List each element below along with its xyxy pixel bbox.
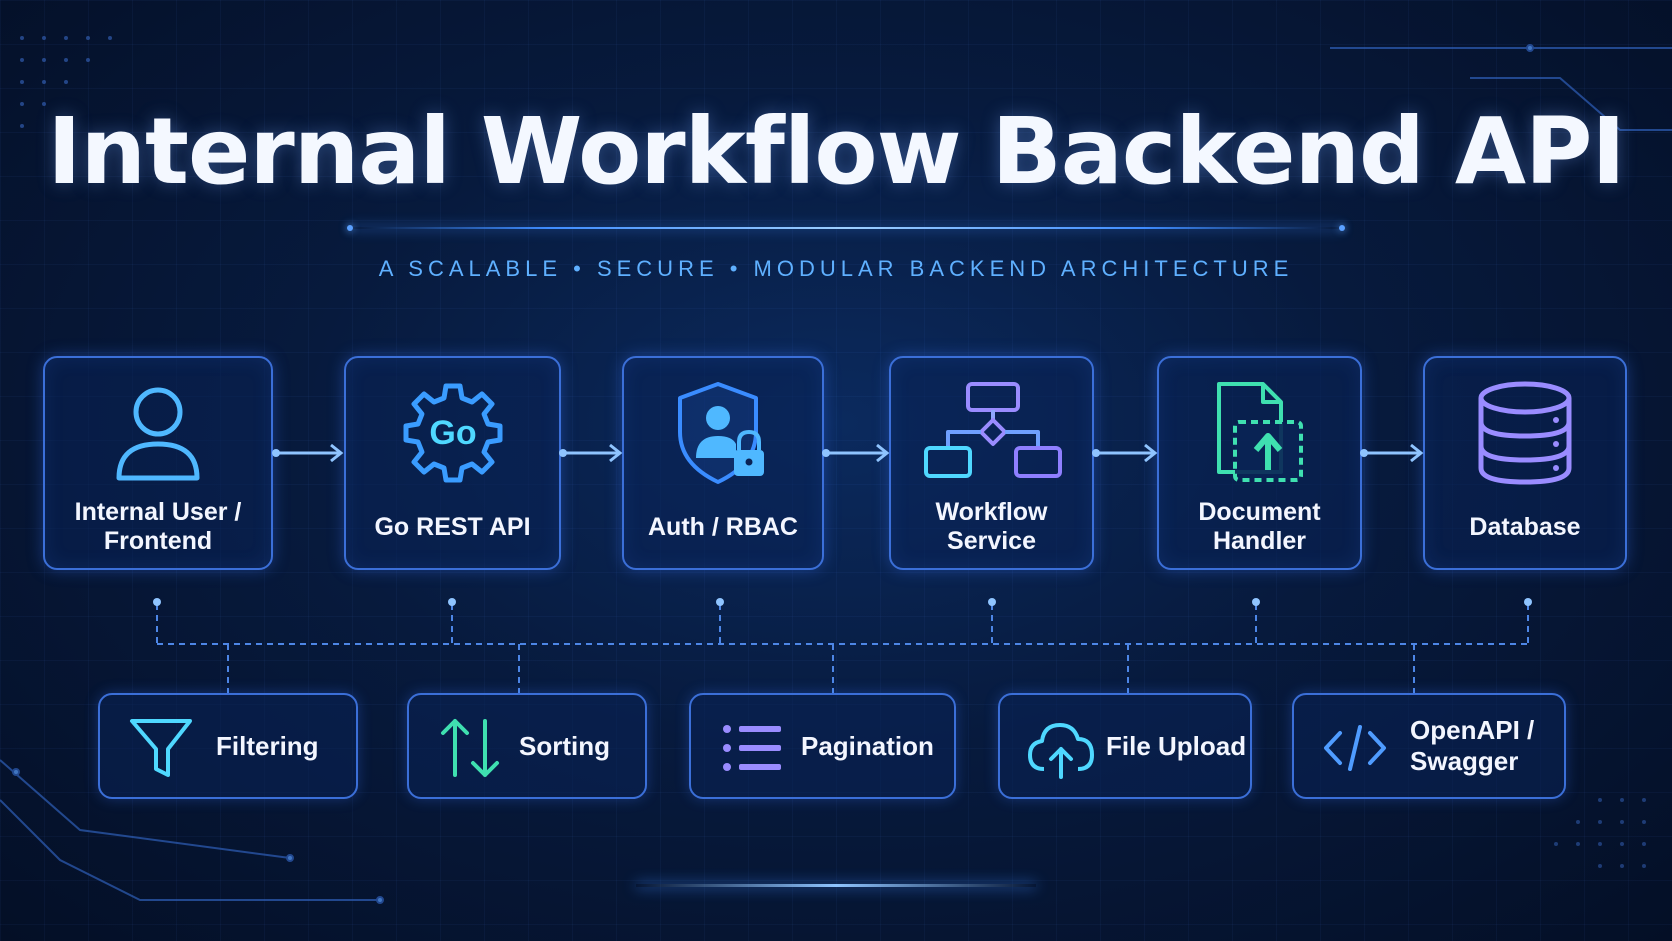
title-underline-dot-left: [347, 225, 353, 231]
bottom-glow: [636, 884, 1036, 887]
shield-lock-icon: [678, 382, 764, 484]
pipeline-card-document: Document Handler: [1157, 356, 1362, 570]
pipeline-label: Auth / RBAC: [648, 512, 798, 541]
pipeline-label: Internal User / Frontend: [74, 498, 242, 555]
circuit-top-right: [1330, 44, 1672, 131]
feature-label: Sorting: [519, 730, 610, 761]
title-underline-dot-right: [1339, 225, 1345, 231]
dot-matrix-bottom-right: [1554, 798, 1646, 868]
dot-matrix-top-left: [20, 36, 112, 128]
user-icon: [116, 387, 200, 481]
workflow-icon: [923, 382, 1062, 478]
bus-nodes: [153, 598, 1532, 606]
database-icon: [1478, 381, 1572, 485]
pipeline-label: Go REST API: [374, 512, 531, 541]
feature-card-file-upload: File Upload: [998, 693, 1252, 799]
filter-icon: [130, 719, 192, 777]
flow-arrow: [272, 443, 344, 463]
title-underline: [350, 227, 1342, 229]
feature-card-filtering: Filtering: [98, 693, 358, 799]
pipeline-label: Document Handler: [1198, 498, 1321, 555]
pipeline-label: Database: [1469, 512, 1581, 541]
connection-bus: [156, 604, 1529, 693]
go-icon-text: Go: [429, 414, 476, 452]
circuit-bottom-left: [0, 759, 384, 904]
feature-label: File Upload: [1106, 730, 1247, 761]
pipeline-label: Workflow Service: [935, 498, 1048, 555]
flow-arrow: [1092, 443, 1158, 463]
page-title: Internal Workflow Backend API: [47, 98, 1625, 205]
feature-card-sorting: Sorting: [407, 693, 647, 799]
flow-arrow: [559, 443, 623, 463]
pipeline-card-database: Database: [1423, 356, 1627, 570]
feature-label: Pagination: [801, 730, 934, 761]
subtitle: A SCALABLE • SECURE • MODULAR BACKEND AR…: [378, 256, 1294, 281]
feature-card-pagination: Pagination: [689, 693, 956, 799]
pipeline-card-user: Internal User / Frontend: [43, 356, 273, 570]
cloud-upload-icon: [1028, 723, 1094, 779]
sort-arrows-icon: [441, 719, 499, 777]
document-upload-icon: [1216, 382, 1303, 482]
code-icon: [1324, 725, 1386, 771]
feature-label: Filtering: [216, 730, 319, 761]
pipeline-card-auth: Auth / RBAC: [622, 356, 824, 570]
list-icon: [723, 725, 781, 771]
flow-arrow: [1360, 443, 1424, 463]
feature-label: OpenAPI / Swagger: [1410, 715, 1535, 776]
flow-arrow: [822, 443, 890, 463]
feature-card-openapi: OpenAPI / Swagger: [1292, 693, 1566, 799]
pipeline-card-workflow: Workflow Service: [889, 356, 1094, 570]
go-gear-icon: Go: [403, 383, 502, 483]
pipeline-card-go-rest-api: Go Go REST API: [344, 356, 561, 570]
